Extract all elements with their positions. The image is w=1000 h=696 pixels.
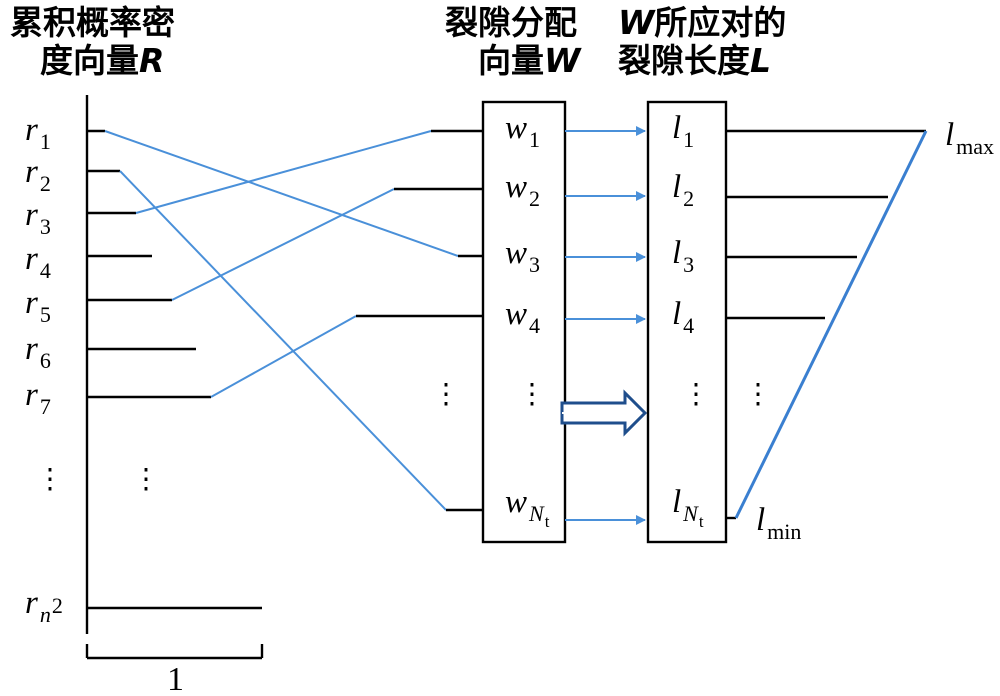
w-box: w1 w2 w3 w4 ⋮ wNt bbox=[481, 100, 567, 544]
w-label-3: w3 bbox=[505, 235, 540, 277]
l-box-frame bbox=[646, 100, 728, 544]
r-label-3: r3 bbox=[25, 197, 51, 239]
w-label-2: w2 bbox=[505, 169, 540, 211]
header-R-line2: 度向量R bbox=[40, 41, 164, 80]
r-label-7: r7 bbox=[25, 377, 51, 419]
header-W: 裂隙分配 向量W bbox=[445, 3, 582, 80]
header-W-line1: 裂隙分配 bbox=[445, 3, 577, 42]
l-min-label: lmin bbox=[756, 502, 801, 544]
header-L-line1-text: 所应对的 bbox=[654, 3, 786, 42]
r-label-1: r1 bbox=[25, 112, 51, 154]
l-label-4: l4 bbox=[672, 296, 694, 338]
l-label-2: l2 bbox=[672, 169, 694, 211]
r-label-2: r2 bbox=[25, 154, 51, 196]
l-label-1: l1 bbox=[672, 110, 694, 152]
header-W-line2-text: 向量 bbox=[478, 41, 544, 80]
w-stubs: ⋮ bbox=[356, 129, 483, 512]
w-label-4: w4 bbox=[505, 296, 540, 338]
header-R-symbol: R bbox=[139, 41, 164, 80]
w-label-last: wNt bbox=[505, 484, 550, 531]
link-r3-w1 bbox=[135, 130, 432, 214]
unit-label: 1 bbox=[167, 661, 184, 696]
l-ellipsis: ⋮ bbox=[682, 379, 710, 410]
header-L-line1: W所应对的 bbox=[618, 3, 786, 42]
r-column bbox=[85, 95, 262, 634]
link-r2-wN bbox=[119, 170, 447, 511]
w-ellipsis-outside: ⋮ bbox=[432, 379, 460, 410]
r-label-4: r4 bbox=[25, 241, 51, 283]
r-label-5: r5 bbox=[25, 285, 51, 327]
l-max-label: lmax bbox=[945, 117, 994, 159]
link-r5-w2 bbox=[171, 188, 395, 301]
header-L-line2: 裂隙长度L bbox=[618, 41, 771, 80]
l-label-3: l3 bbox=[672, 235, 694, 277]
header-L-symbol2: L bbox=[750, 41, 771, 80]
header-W-symbol: W bbox=[544, 41, 582, 80]
header-L: W所应对的 裂隙长度L bbox=[618, 3, 786, 80]
link-r1-w3 bbox=[104, 130, 459, 257]
header-L-line2-text: 裂隙长度 bbox=[618, 41, 750, 80]
link-r7-w4 bbox=[210, 315, 357, 398]
r-ellipsis-right: ⋮ bbox=[132, 464, 160, 495]
unit-bracket: 1 bbox=[85, 644, 264, 696]
w-box-frame bbox=[481, 100, 567, 544]
l-box: l1 l2 l3 l4 ⋮ lNt bbox=[646, 100, 728, 544]
l-length-bars: ⋮ bbox=[726, 129, 928, 520]
r-labels: r1 r2 r3 r4 r5 r6 r7 rn2 ⋮ ⋮ bbox=[25, 112, 160, 627]
l-bars-ellipsis: ⋮ bbox=[744, 379, 772, 410]
length-envelope-line bbox=[734, 130, 928, 519]
r-ellipsis-left: ⋮ bbox=[36, 464, 64, 495]
w-ellipsis: ⋮ bbox=[518, 379, 546, 410]
header-R-line1: 累积概率密 bbox=[10, 3, 175, 42]
r-label-last: rn2 bbox=[25, 585, 63, 627]
r-to-w-links bbox=[104, 130, 459, 511]
w-to-l-arrows bbox=[560, 126, 648, 525]
r-label-6: r6 bbox=[25, 331, 51, 373]
header-R-line2-text: 度向量 bbox=[40, 41, 139, 80]
header-R: 累积概率密 度向量R bbox=[10, 3, 175, 80]
header-L-symbol: W bbox=[618, 3, 656, 42]
w-label-1: w1 bbox=[505, 110, 540, 152]
l-label-last: lNt bbox=[672, 484, 704, 531]
header-W-line2: 向量W bbox=[478, 41, 582, 80]
